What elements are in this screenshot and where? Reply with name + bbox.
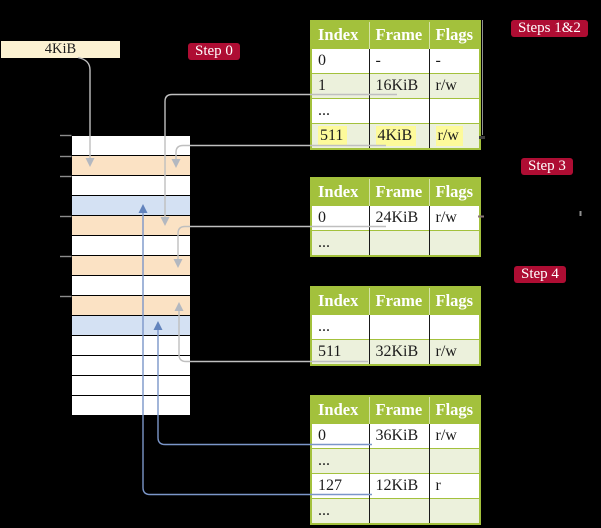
table-header-row: Index Frame Flags <box>311 396 480 424</box>
memory-row-white <box>72 276 190 296</box>
memory-row-white <box>72 356 190 376</box>
page-table-4: Index Frame Flags 0 36KiB r/w ... 127 12… <box>310 395 481 525</box>
memory-ticks <box>60 134 72 298</box>
col-header-index: Index <box>311 396 370 424</box>
col-header-index: Index <box>311 287 370 315</box>
col-header-index: Index <box>311 21 370 49</box>
memory-row-white <box>72 336 190 356</box>
col-header-flags: Flags <box>429 178 480 206</box>
memory-column <box>72 135 190 416</box>
table-row: 1 16KiB r/w <box>311 73 480 99</box>
table-row: ... <box>311 98 480 124</box>
memory-row-orange <box>72 216 190 236</box>
table-row: ... <box>311 448 480 474</box>
table-row: ... <box>311 230 480 256</box>
badge-steps-1-2: Steps 1&2 <box>511 20 588 37</box>
memory-row-orange <box>72 296 190 316</box>
badge-step-4: Step 4 <box>514 266 566 283</box>
memory-row-blue <box>72 316 190 336</box>
memory-row-orange <box>72 156 190 176</box>
highlighted-value: r/w <box>435 126 463 146</box>
col-header-frame: Frame <box>369 287 430 315</box>
col-header-flags: Flags <box>429 21 480 49</box>
col-header-frame: Frame <box>369 21 430 49</box>
col-header-flags: Flags <box>429 287 480 315</box>
col-header-frame: Frame <box>369 396 430 424</box>
page-table-3: Index Frame Flags ... 511 32KiB r/w <box>310 286 481 366</box>
badge-leader-marks <box>478 20 582 218</box>
table-row: 0 36KiB r/w <box>311 423 480 449</box>
memory-row-blue <box>72 196 190 216</box>
memory-row-white <box>72 236 190 256</box>
highlighted-value: 4KiB <box>375 126 417 146</box>
col-header-frame: Frame <box>369 178 430 206</box>
badge-step-0: Step 0 <box>188 43 240 60</box>
frame-size-label: 4KiB <box>1 41 120 58</box>
memory-row-white <box>72 136 190 156</box>
memory-row-white <box>72 376 190 396</box>
col-header-index: Index <box>311 178 370 206</box>
table-row: 0 24KiB r/w <box>311 205 480 231</box>
table-row: ... <box>311 498 480 524</box>
table-row: 511 32KiB r/w <box>311 339 480 365</box>
table-row: 0 - - <box>311 48 480 74</box>
memory-row-white <box>72 396 190 416</box>
table-row-highlighted: 511 4KiB r/w <box>311 123 480 149</box>
col-header-flags: Flags <box>429 396 480 424</box>
table-row: 127 12KiB r <box>311 473 480 499</box>
table-header-row: Index Frame Flags <box>311 21 480 49</box>
highlighted-value: 511 <box>318 126 348 146</box>
memory-row-white <box>72 176 190 196</box>
table-header-row: Index Frame Flags <box>311 287 480 315</box>
memory-row-orange <box>72 256 190 276</box>
table-header-row: Index Frame Flags <box>311 178 480 206</box>
page-table-1: Index Frame Flags 0 - - 1 16KiB r/w ... … <box>310 20 481 150</box>
table-row: ... <box>311 314 480 340</box>
badge-step-3: Step 3 <box>521 158 573 175</box>
page-table-2: Index Frame Flags 0 24KiB r/w ... <box>310 177 481 257</box>
